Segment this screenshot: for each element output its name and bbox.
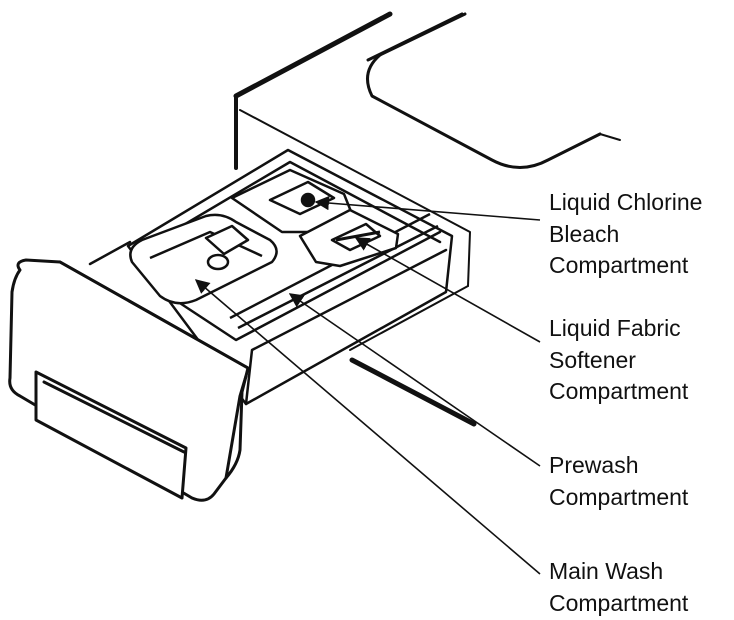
cabinet-right-edge <box>599 133 621 141</box>
leader-line-mainwash <box>194 279 541 575</box>
main-wash-compartment-drawing <box>129 213 278 305</box>
label-bleach-compartment: Liquid Chlorine Bleach Compartment <box>549 189 703 278</box>
siphon-cap <box>204 224 250 256</box>
label-softener-compartment: Liquid Fabric Softener Compartment <box>549 315 689 404</box>
label-prewash-compartment: Prewash Compartment <box>549 452 689 510</box>
drawer-front-handle <box>8 258 250 502</box>
leader-line-prewash <box>288 293 541 467</box>
drawer-grip-recess <box>34 370 188 500</box>
top-lid-outline <box>366 12 602 169</box>
bleach-compartment-drawing <box>230 168 354 234</box>
label-mainwash-compartment: Main Wash Compartment <box>549 558 689 616</box>
softener-compartment-drawing <box>298 208 400 268</box>
washer-cabinet <box>233 11 621 427</box>
leader-lines <box>194 195 541 575</box>
leader-line-softener <box>354 237 541 343</box>
prewash-compartment-drawing <box>229 212 439 330</box>
leader-line-bleach <box>314 195 541 221</box>
